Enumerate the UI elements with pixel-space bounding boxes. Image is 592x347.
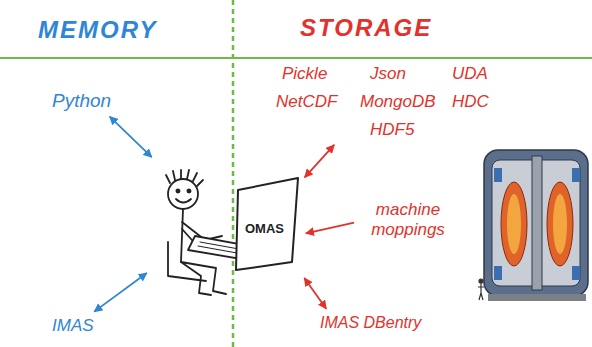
node-text: IMAS [52, 316, 94, 336]
body [181, 209, 183, 262]
eye [187, 189, 190, 192]
connector-arrow [304, 278, 326, 309]
eye [176, 189, 179, 192]
legs [181, 262, 226, 295]
person-figure [166, 170, 298, 295]
connector-arrow [305, 145, 335, 177]
node-text: OMAS [245, 222, 284, 237]
node-text: HDC [452, 92, 489, 112]
memory-item: Python [50, 88, 113, 114]
tokamak-illustration [478, 150, 588, 301]
machine-mappings: machine moppings [358, 198, 458, 241]
storage-item: IMAS DBentry [318, 312, 423, 334]
node-text: IMAS DBentry [320, 314, 421, 332]
laptop-screen [236, 178, 298, 270]
connector-arrow [306, 223, 354, 234]
node-text: Pickle [282, 64, 327, 84]
omas-laptop: OMAS [150, 160, 302, 295]
storage-formats: Pickle Json UDA NetCDF MongoDB HDC HDF5 [270, 62, 493, 142]
connector-arrow [110, 117, 152, 158]
divider-line [232, 0, 235, 347]
connector-arrow [94, 273, 147, 312]
node-text: MongoDB [360, 92, 436, 112]
node-text: HDF5 [370, 120, 414, 140]
column-heading: MEMORY [38, 16, 158, 44]
column-heading: STORAGE [300, 14, 432, 42]
smile [176, 199, 191, 203]
node-text: Json [370, 64, 406, 84]
hair [166, 170, 203, 186]
memory-item: IMAS [50, 314, 96, 338]
head [168, 179, 198, 209]
node-text: UDA [452, 64, 488, 84]
node-text: machine moppings [360, 200, 456, 239]
node-text: Python [52, 90, 111, 112]
tiny-person [478, 279, 484, 300]
header-rule [0, 57, 592, 59]
node-text: NetCDF [276, 92, 337, 112]
